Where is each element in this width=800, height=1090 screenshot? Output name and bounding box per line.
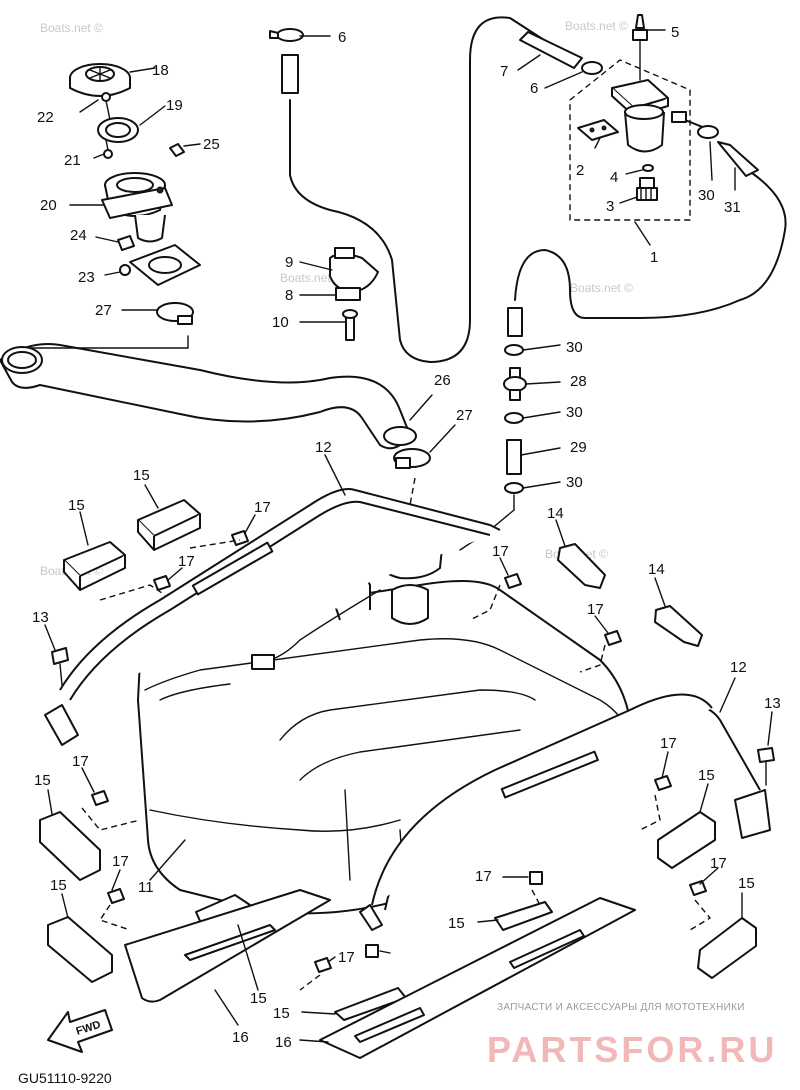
brand-watermark: ЗАПЧАСТИ И АКСЕССУАРЫ ДЛЯ МОТОТЕХНИКИ PA… — [487, 1002, 777, 1070]
callout-27b: 27 — [456, 407, 473, 424]
callout-17b: 17 — [178, 553, 195, 570]
callout-18: 18 — [152, 62, 169, 79]
watermark-mid-right: Boats.net © — [570, 281, 633, 295]
callout-19: 19 — [166, 97, 183, 114]
callout-14b: 14 — [648, 561, 665, 578]
callout-22: 22 — [37, 109, 54, 126]
callout-8: 8 — [285, 287, 293, 304]
callout-1: 1 — [650, 249, 658, 266]
callout-28: 28 — [570, 373, 587, 390]
callout-30a: 30 — [566, 339, 583, 356]
callout-15c: 15 — [34, 772, 51, 789]
callout-26: 26 — [434, 372, 451, 389]
callout-2: 2 — [576, 162, 584, 179]
callout-4: 4 — [610, 169, 618, 186]
bolts — [51, 530, 775, 973]
filler-hose — [0, 343, 431, 526]
callout-12a: 12 — [315, 439, 332, 456]
strap-left — [44, 488, 501, 746]
callout-20: 20 — [40, 197, 57, 214]
fwd-arrow-icon: FWD — [47, 1009, 113, 1053]
brackets-14 — [557, 543, 703, 647]
vent-hoses — [269, 16, 787, 363]
leader-lines — [29, 29, 773, 1043]
callout-15i: 15 — [273, 1005, 290, 1022]
callout-16a: 16 — [232, 1029, 249, 1046]
callout-24: 24 — [70, 227, 87, 244]
callout-25: 25 — [203, 136, 220, 153]
callout-12b: 12 — [730, 659, 747, 676]
callout-17a: 17 — [254, 499, 271, 516]
callout-17d: 17 — [587, 601, 604, 618]
callout-17f: 17 — [112, 853, 129, 870]
callout-13b: 13 — [764, 695, 781, 712]
watermark-top-right: Boats.net © — [565, 19, 628, 33]
callout-21: 21 — [64, 152, 81, 169]
callout-numbers: 1 2 3 4 5 6 6 7 8 9 10 11 12 12 13 13 14… — [32, 24, 781, 1051]
hose-bracket-group — [329, 247, 379, 341]
callout-30b: 30 — [566, 404, 583, 421]
callout-7: 7 — [500, 63, 508, 80]
callout-16b: 16 — [275, 1034, 292, 1051]
callout-17j: 17 — [338, 949, 355, 966]
diagram-code: GU51110-9220 — [18, 1070, 112, 1086]
brand-logo: PARTSFOR.RU — [487, 1029, 777, 1070]
assembly-guides — [81, 539, 712, 991]
callout-17e: 17 — [72, 753, 89, 770]
callout-29: 29 — [570, 439, 587, 456]
callout-14a: 14 — [547, 505, 564, 522]
callout-15d: 15 — [50, 877, 67, 894]
callout-3: 3 — [606, 198, 614, 215]
callout-15g: 15 — [448, 915, 465, 932]
callout-23: 23 — [78, 269, 95, 286]
callout-27a: 27 — [95, 302, 112, 319]
brand-tagline: ЗАПЧАСТИ И АКСЕССУАРЫ ДЛЯ МОТОТЕХНИКИ — [497, 1002, 745, 1013]
callout-17h: 17 — [710, 855, 727, 872]
callout-9: 9 — [285, 254, 293, 271]
callout-15e: 15 — [698, 767, 715, 784]
callout-6b: 6 — [530, 80, 538, 97]
watermark-top-left: Boats.net © — [40, 21, 103, 35]
callout-17c: 17 — [492, 543, 509, 560]
fuel-filter-assembly — [569, 14, 691, 221]
mats-16 — [124, 889, 636, 1059]
check-valve-chain — [459, 344, 527, 551]
callout-15f: 15 — [738, 875, 755, 892]
callout-30c: 30 — [566, 474, 583, 491]
callout-11: 11 — [138, 879, 154, 896]
callout-15a: 15 — [133, 467, 150, 484]
callout-30d: 30 — [698, 187, 715, 204]
watermark-mid: Boats.net © — [280, 271, 343, 285]
callout-5: 5 — [671, 24, 679, 41]
callout-17i: 17 — [475, 868, 492, 885]
callout-10: 10 — [272, 314, 289, 331]
strap-right — [359, 693, 771, 931]
callout-17g: 17 — [660, 735, 677, 752]
callout-6a: 6 — [338, 29, 346, 46]
filler-cap-assembly — [69, 63, 201, 325]
callout-15b: 15 — [68, 497, 85, 514]
callout-31: 31 — [724, 199, 741, 216]
callout-13a: 13 — [32, 609, 49, 626]
callout-15h: 15 — [250, 990, 267, 1007]
